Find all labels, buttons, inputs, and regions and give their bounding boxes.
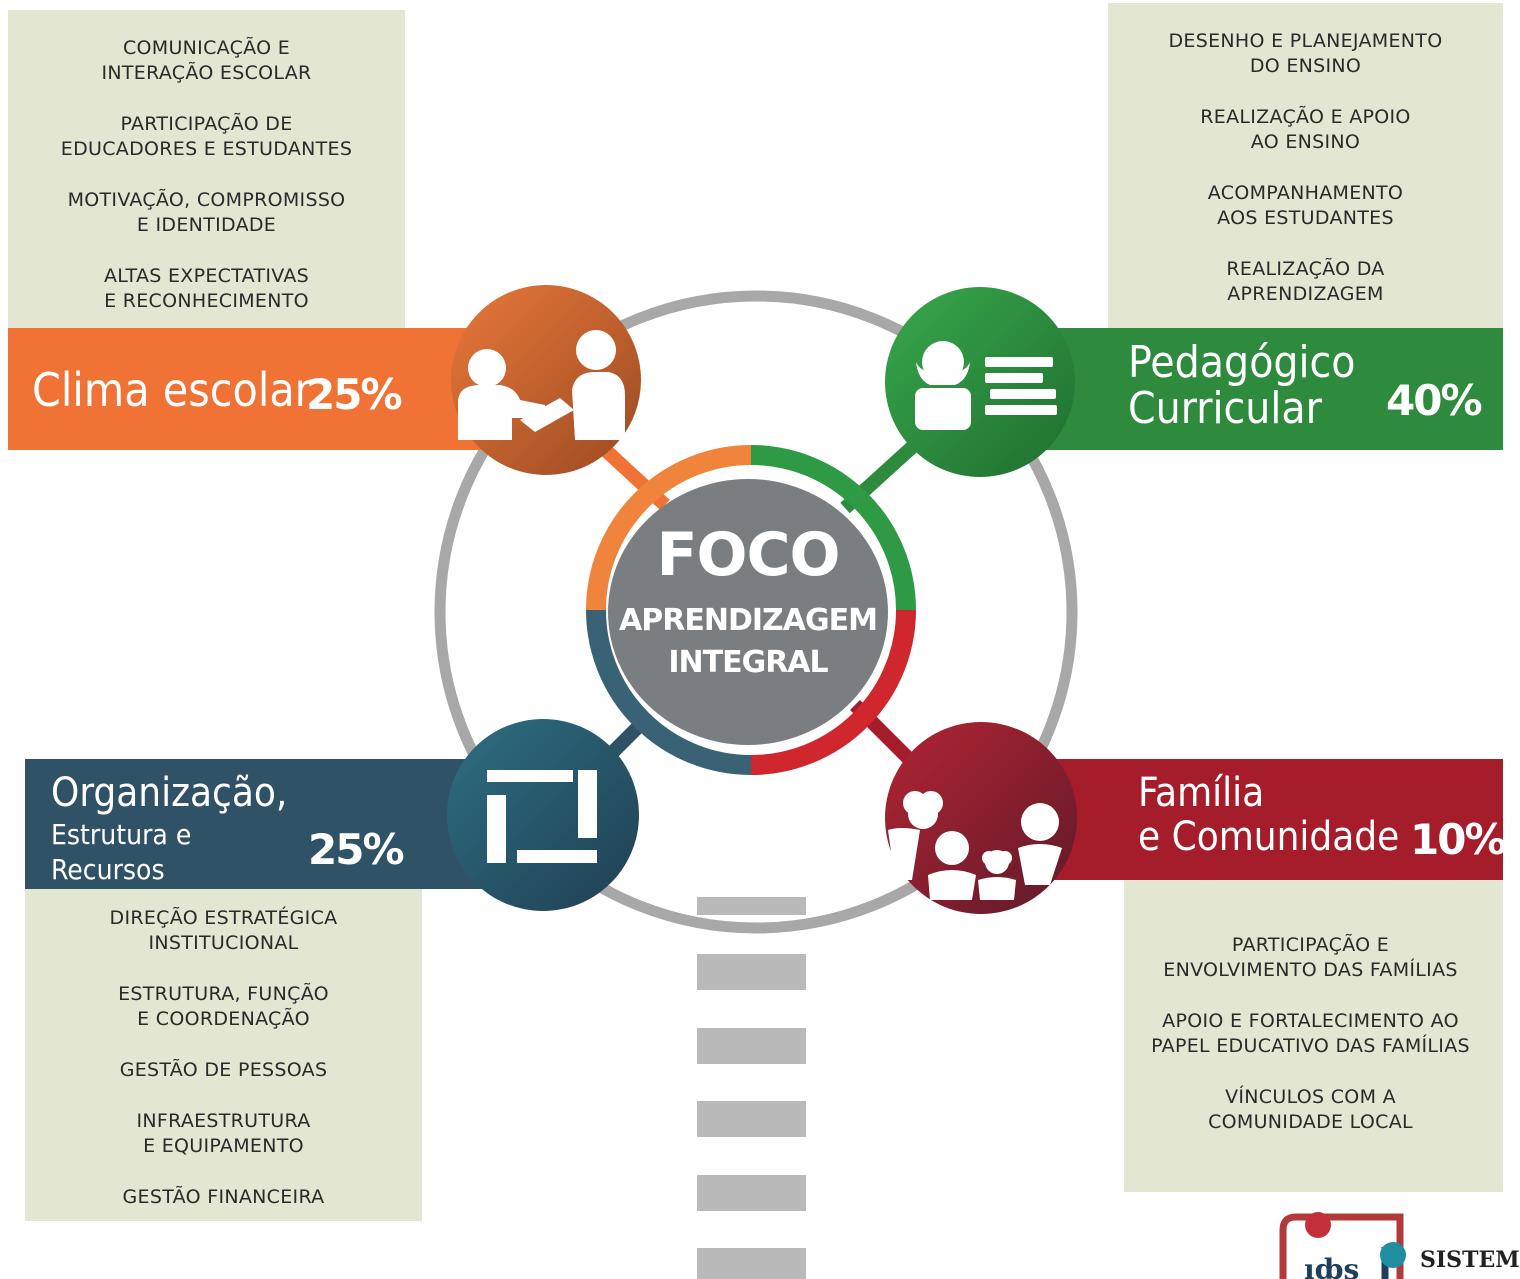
dashed-stem: [697, 897, 806, 1279]
center-subtitle-line1: APRENDIZAGEM: [619, 603, 878, 638]
familia-items-list: PARTICIPAÇÃO E ENVOLVIMENTO DAS FAMÍLIAS…: [1118, 933, 1503, 1161]
band-clima: [8, 328, 528, 450]
pedagogico-icon-circle: [885, 287, 1075, 477]
clima-item: ALTAS EXPECTATIVAS E RECONHECIMENTO: [103, 265, 310, 312]
clima-items-box: COMUNICAÇÃO E INTERAÇÃO ESCOLAR PARTICIPA…: [8, 10, 405, 328]
pedagogico-label: Pedagógico Curricular 40%: [1110, 328, 1503, 450]
handshake-icon: [458, 330, 625, 440]
center-title: FOCO: [656, 520, 840, 590]
organizacao-percent: 25%: [308, 825, 405, 874]
clima-item: MOTIVAÇÃO, COMPROMISSO E IDENTIDADE: [67, 189, 346, 236]
organizacao-items-box: DIREÇÃO ESTRATÉGICA INSTITUCIONAL ESTRUTU…: [25, 889, 422, 1221]
clima-item: PARTICIPAÇÃO DE EDUCADORES E ESTUDANTES: [60, 113, 353, 160]
pedagogico-items-list: DESENHO E PLANEJAMENTO DO ENSINO REALIZAÇ…: [1108, 29, 1503, 333]
pedagogico-title: Pedagógico Curricular: [1128, 337, 1356, 434]
family-icon: [888, 791, 1062, 900]
center-disc: [608, 479, 888, 745]
organizacao-item: GESTÃO DE PESSOAS: [119, 1059, 328, 1081]
organizacao-items-list: DIREÇÃO ESTRATÉGICA INSTITUCIONAL ESTRUTU…: [25, 906, 422, 1236]
svg-text:ıȸs: ıȸs: [1304, 1253, 1359, 1279]
organizacao-label: Organização, Estrutura e Recursos 25%: [25, 759, 445, 889]
outer-ring: [434, 290, 1078, 934]
familia-percent: 10%: [1410, 815, 1507, 864]
pedagogico-items-box: DESENHO E PLANEJAMENTO DO ENSINO REALIZAÇ…: [1108, 3, 1503, 328]
familia-item: VÍNCULOS COM A COMUNIDADE LOCAL: [1208, 1086, 1413, 1133]
organizacao-item: GESTÃO FINANCEIRA: [122, 1186, 325, 1208]
clima-item: COMUNICAÇÃO E INTERAÇÃO ESCOLAR: [101, 37, 312, 84]
organizacao-subtitle: Estrutura e Recursos: [51, 818, 192, 886]
organizacao-item: ESTRUTURA, FUNÇÃO E COORDENAÇÃO: [118, 983, 329, 1030]
clima-title: Clima escolar: [32, 363, 312, 417]
organizacao-item: DIREÇÃO ESTRATÉGICA INSTITUCIONAL: [109, 907, 338, 954]
pedagogico-item: ACOMPANHAMENTO AOS ESTUDANTES: [1207, 182, 1404, 229]
center-ring: [586, 445, 916, 775]
clima-items-list: COMUNICAÇÃO E INTERAÇÃO ESCOLAR PARTICIPA…: [8, 36, 405, 340]
center-subtitle-line2: INTEGRAL: [668, 645, 828, 680]
logo-icon: ıȸs: [1279, 1212, 1406, 1279]
familia-item: APOIO E FORTALECIMENTO AO PAPEL EDUCATIV…: [1151, 1010, 1470, 1057]
structure-icon: [487, 770, 597, 863]
familia-item: PARTICIPAÇÃO E ENVOLVIMENTO DAS FAMÍLIAS: [1163, 934, 1458, 981]
pedagogico-item: DESENHO E PLANEJAMENTO DO ENSINO: [1168, 30, 1443, 77]
clima-percent: 25%: [306, 370, 403, 419]
familia-title: Família e Comunidade: [1138, 770, 1400, 860]
pedagogico-item: REALIZAÇÃO DA APRENDIZAGEM: [1226, 258, 1385, 305]
pedagogico-item: REALIZAÇÃO E APOIO AO ENSINO: [1200, 106, 1411, 153]
logo-text: SISTEM: [1420, 1247, 1520, 1273]
pedagogico-percent: 40%: [1386, 376, 1483, 425]
familia-label: Família e Comunidade 10%: [1130, 759, 1507, 880]
organizacao-icon-circle: [447, 719, 639, 911]
student-books-icon: [915, 341, 1057, 430]
organizacao-item: INFRAESTRUTURA E EQUIPAMENTO: [136, 1110, 311, 1157]
clima-label: Clima escolar 25%: [8, 328, 528, 450]
organizacao-title: Organização,: [51, 770, 288, 816]
familia-items-box: PARTICIPAÇÃO E ENVOLVIMENTO DAS FAMÍLIAS…: [1124, 880, 1503, 1192]
